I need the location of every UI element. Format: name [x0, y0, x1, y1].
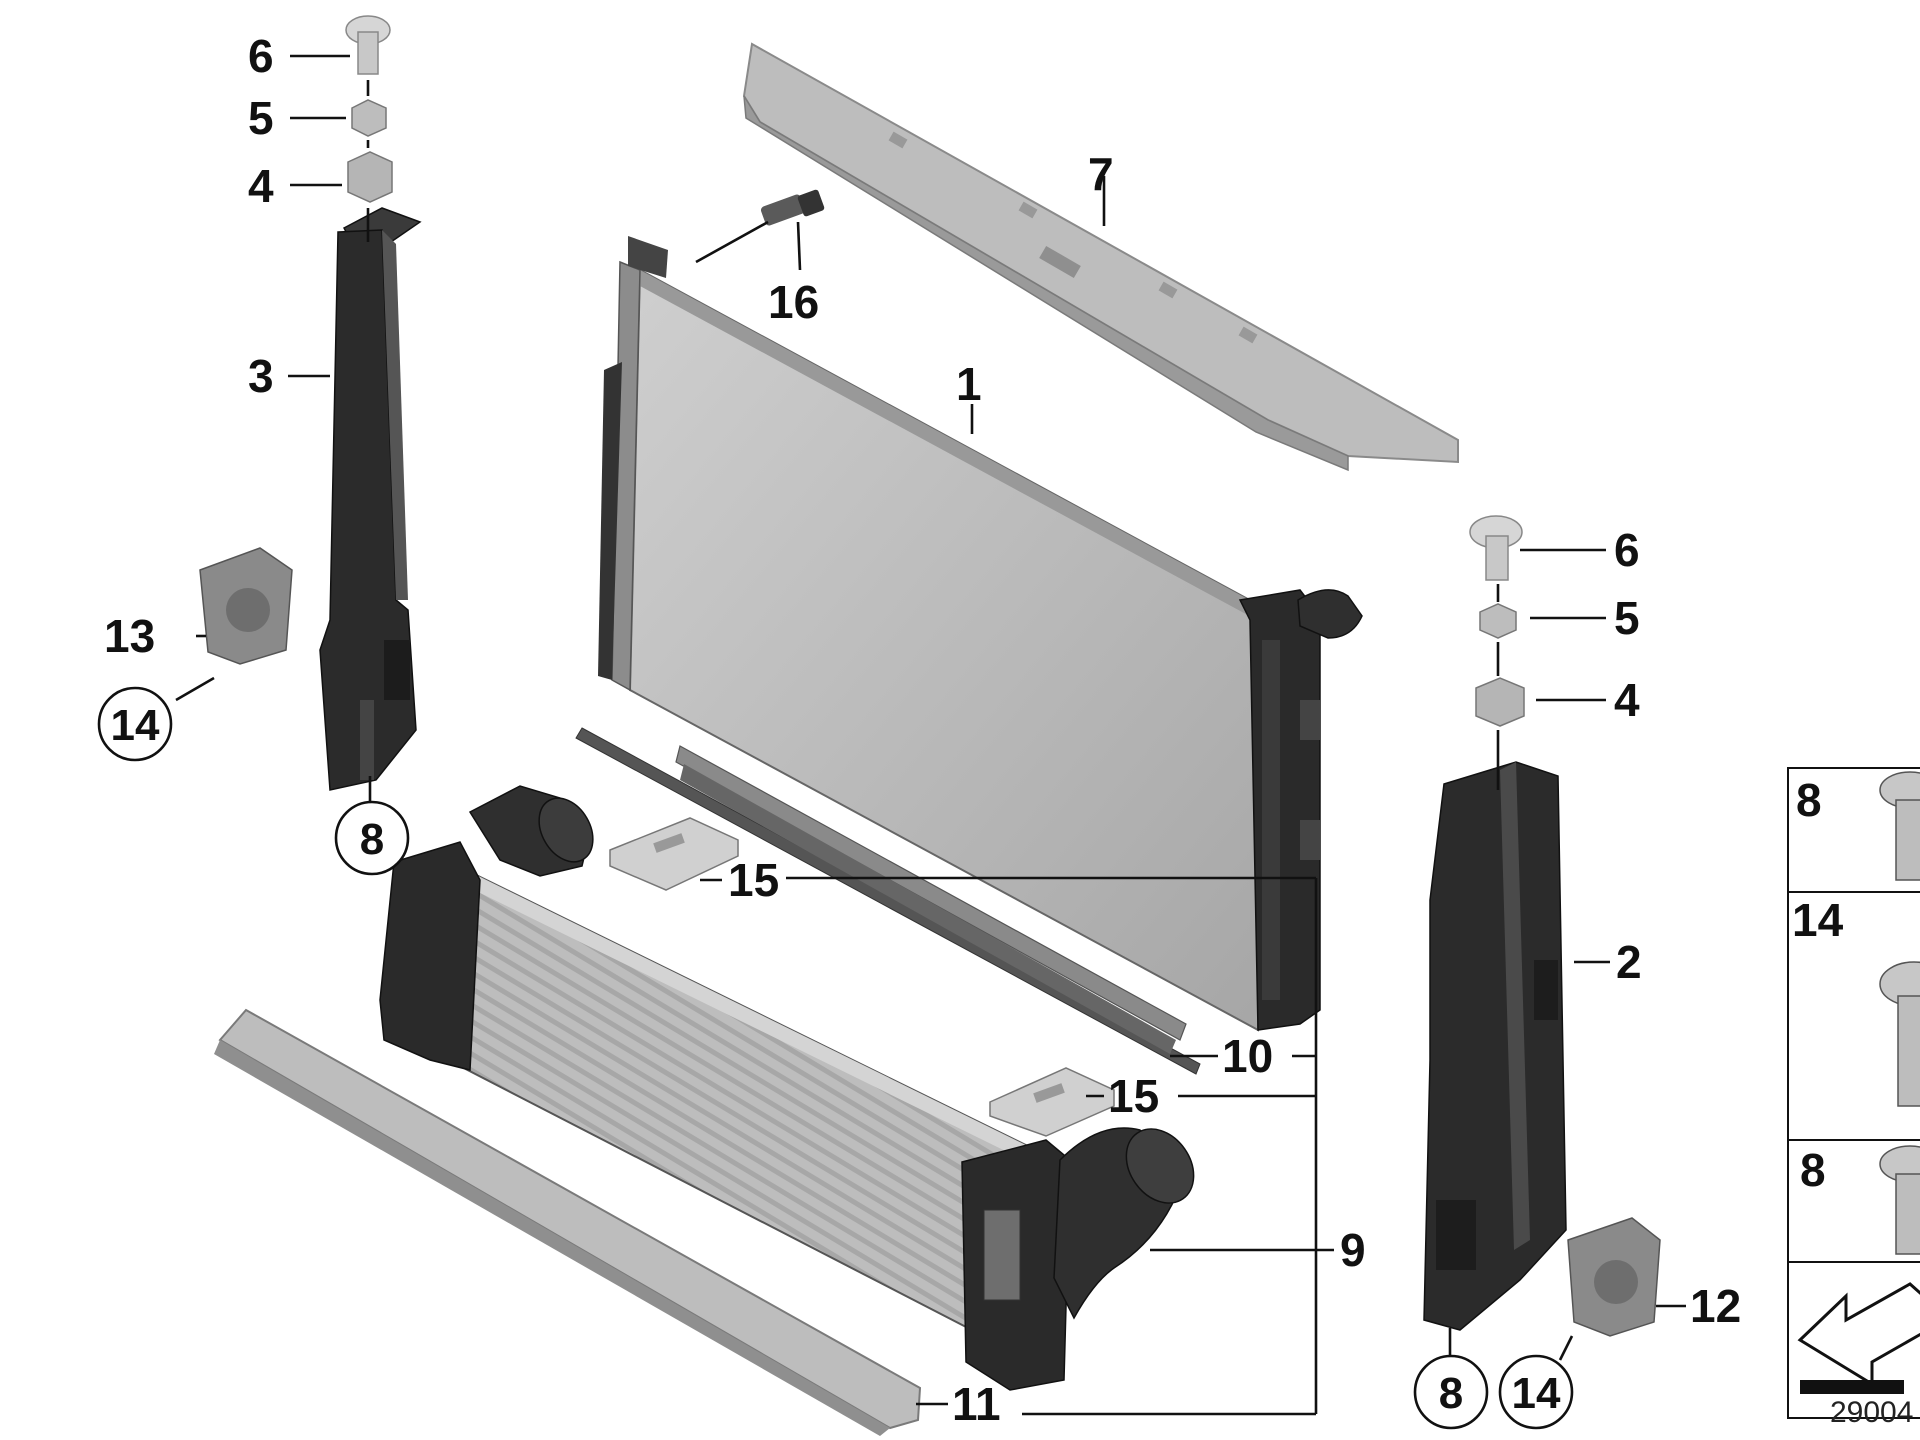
right-side-bracket-part-2: [1423, 761, 1567, 1331]
label-8-left: 8: [360, 815, 384, 864]
label-3: 3: [248, 350, 274, 402]
screw-icon-row2: [1879, 961, 1920, 1107]
label-6-right: 6: [1614, 524, 1640, 576]
callout-labels: 6 5 4 3 13 14 8 7 16 1 6 5 4 2 15 10 15 …: [97, 30, 1741, 1430]
label-4-top: 4: [248, 160, 274, 212]
callout-circle-14-left: [97, 686, 173, 762]
screw-icon-row1: [1879, 771, 1920, 881]
panel-label-row3: 8: [1800, 1144, 1826, 1196]
label-7: 7: [1088, 148, 1114, 200]
callout-circle-8-right: [1413, 1354, 1489, 1430]
clip-part-15-top: [609, 817, 739, 891]
label-15-top: 15: [728, 854, 779, 906]
label-14-right: 14: [1512, 1369, 1561, 1418]
upper-cover-part-7: [742, 42, 1459, 472]
diagram-reference-number: 29004: [1830, 1396, 1913, 1429]
seal-strips-part-10: [575, 727, 1201, 1075]
label-16: 16: [768, 276, 819, 328]
label-15-bottom: 15: [1108, 1070, 1159, 1122]
right-fasteners: [1469, 515, 1525, 727]
leader-lines: [175, 54, 1686, 1416]
left-side-bracket-part-3: [319, 207, 422, 791]
label-10: 10: [1222, 1030, 1273, 1082]
label-13: 13: [104, 610, 155, 662]
label-11: 11: [952, 1378, 1001, 1430]
intercooler-part-9: [379, 785, 1195, 1391]
screw-icon-row3: [1879, 1145, 1920, 1255]
label-1: 1: [956, 358, 982, 410]
panel-label-row1: 8: [1796, 774, 1822, 826]
top-left-fasteners: [345, 15, 393, 203]
label-5-right: 5: [1614, 592, 1640, 644]
callout-circle-8-left: [334, 800, 410, 876]
panel-label-row2: 14: [1792, 894, 1844, 946]
callout-circle-14-right: [1498, 1354, 1574, 1430]
label-4-right: 4: [1614, 674, 1640, 726]
label-2: 2: [1616, 936, 1642, 988]
clip-part-15-bottom: [989, 1067, 1115, 1137]
label-6-top: 6: [248, 30, 274, 82]
direction-arrow-icon: [1797, 1282, 1920, 1394]
label-5-top: 5: [248, 92, 274, 144]
label-8-right: 8: [1439, 1369, 1463, 1418]
fastener-legend-panel: 8 14 8: [1787, 767, 1920, 1419]
label-14-left: 14: [111, 701, 160, 750]
temperature-sensor-part-16: [760, 189, 825, 226]
radiator-part-1: [598, 236, 1363, 1032]
buffer-part-13: [199, 547, 293, 665]
buffer-part-12: [1567, 1217, 1661, 1337]
label-9: 9: [1340, 1224, 1366, 1276]
label-12: 12: [1690, 1280, 1741, 1332]
